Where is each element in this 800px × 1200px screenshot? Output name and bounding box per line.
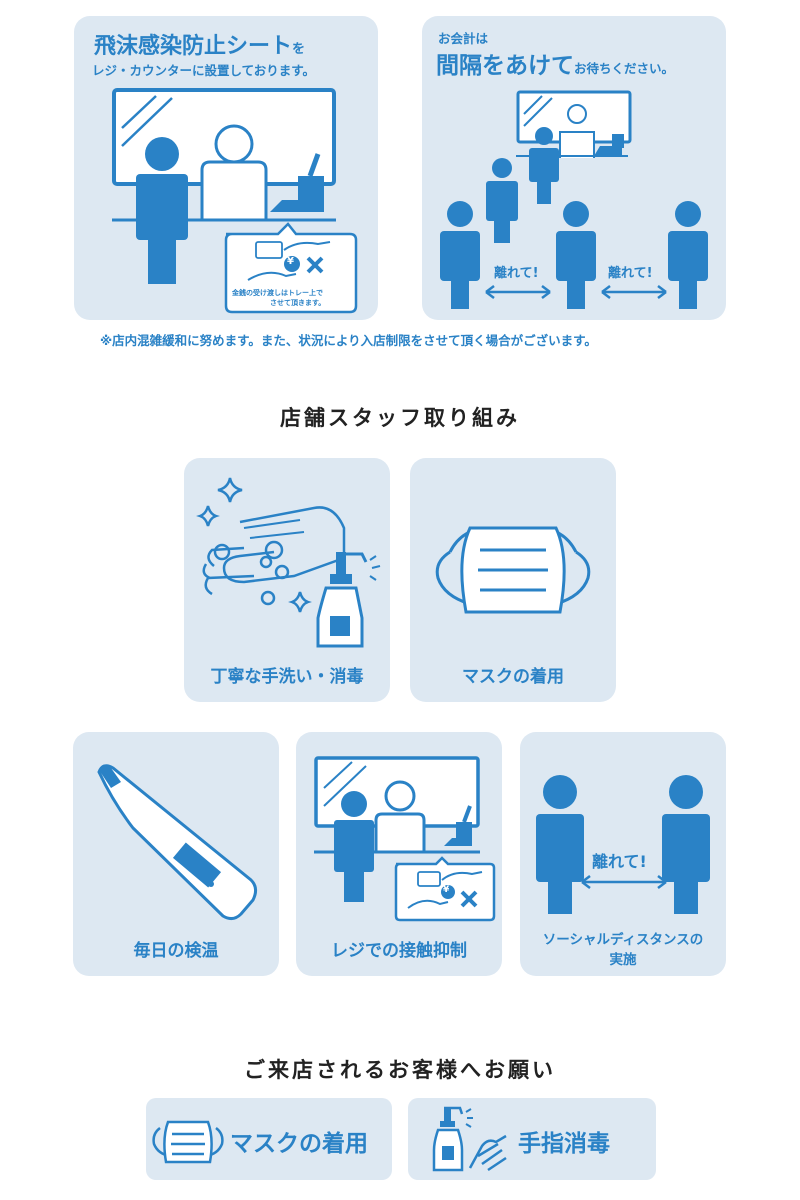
apart-label-1: 離れて!	[494, 266, 539, 281]
mask-label: マスクの着用	[462, 667, 564, 687]
handwash-sanitizer-icon	[196, 477, 381, 648]
distance-apart-label: 離れて!	[592, 852, 647, 871]
customer-card-mask: マスクの着用	[146, 1098, 392, 1180]
register-partition-illustration	[112, 88, 358, 314]
staff-card-distance: 離れて! ソーシャルディスタンスの 実施	[520, 732, 726, 976]
mask-icon	[435, 526, 591, 614]
queue-distance-card: お会計は 間隔をあけてお待ちください。 離れて!	[422, 16, 726, 320]
crowd-control-note: ※店内混雑緩和に努めます。また、状況により入店制限をさせて頂く場合がございます。	[100, 333, 597, 348]
sanitizer-hand-icon	[432, 1106, 507, 1172]
register-label: レジでの接触抑制	[331, 941, 467, 961]
distance-label: ソーシャルディスタンスの	[542, 932, 704, 948]
register-partition-icon	[314, 756, 496, 922]
staff-card-handwash: 丁寧な手洗い・消毒	[184, 458, 390, 702]
staff-card-register: ¥ レジでの接触抑制	[296, 732, 502, 976]
customer-section-title: ご来店されるお客様へお願い	[244, 1058, 556, 1082]
customer-mask-label: マスクの着用	[230, 1131, 368, 1157]
staff-card-temperature: 毎日の検温	[73, 732, 279, 976]
social-distance-icon	[536, 775, 710, 914]
handwash-label: 丁寧な手洗い・消毒	[210, 667, 364, 687]
partition-subtitle: レジ・カウンターに設置しております。	[92, 63, 316, 78]
customer-card-sanitize: 手指消毒	[408, 1098, 656, 1180]
staff-section-title: 店舗スタッフ取り組み	[280, 406, 520, 430]
queue-small-text: お会計は	[438, 31, 489, 46]
thermometer-icon	[97, 764, 258, 921]
mask-small-icon	[152, 1120, 224, 1164]
partition-sheet-card: 飛沫感染防止シートを レジ・カウンターに設置しております。 ¥ 金銭の受け渡しは…	[74, 16, 378, 320]
register-yen-glyph: ¥	[443, 885, 450, 895]
temperature-label: 毎日の検温	[133, 941, 219, 961]
bubble-yen-glyph: ¥	[287, 256, 294, 267]
apart-label-2: 離れて!	[608, 266, 653, 281]
partition-title: 飛沫感染防止シートを	[94, 34, 306, 59]
queue-heading: 間隔をあけてお待ちください。	[436, 53, 675, 79]
bubble-text-1: 金銭の受け渡しはトレー上で	[232, 289, 323, 297]
customer-sanitize-label: 手指消毒	[518, 1131, 610, 1157]
staff-card-mask: マスクの着用	[410, 458, 616, 702]
distance-label-2: 実施	[609, 952, 637, 968]
queue-illustration	[440, 90, 708, 309]
bubble-text-2: させて頂きます。	[270, 299, 326, 307]
